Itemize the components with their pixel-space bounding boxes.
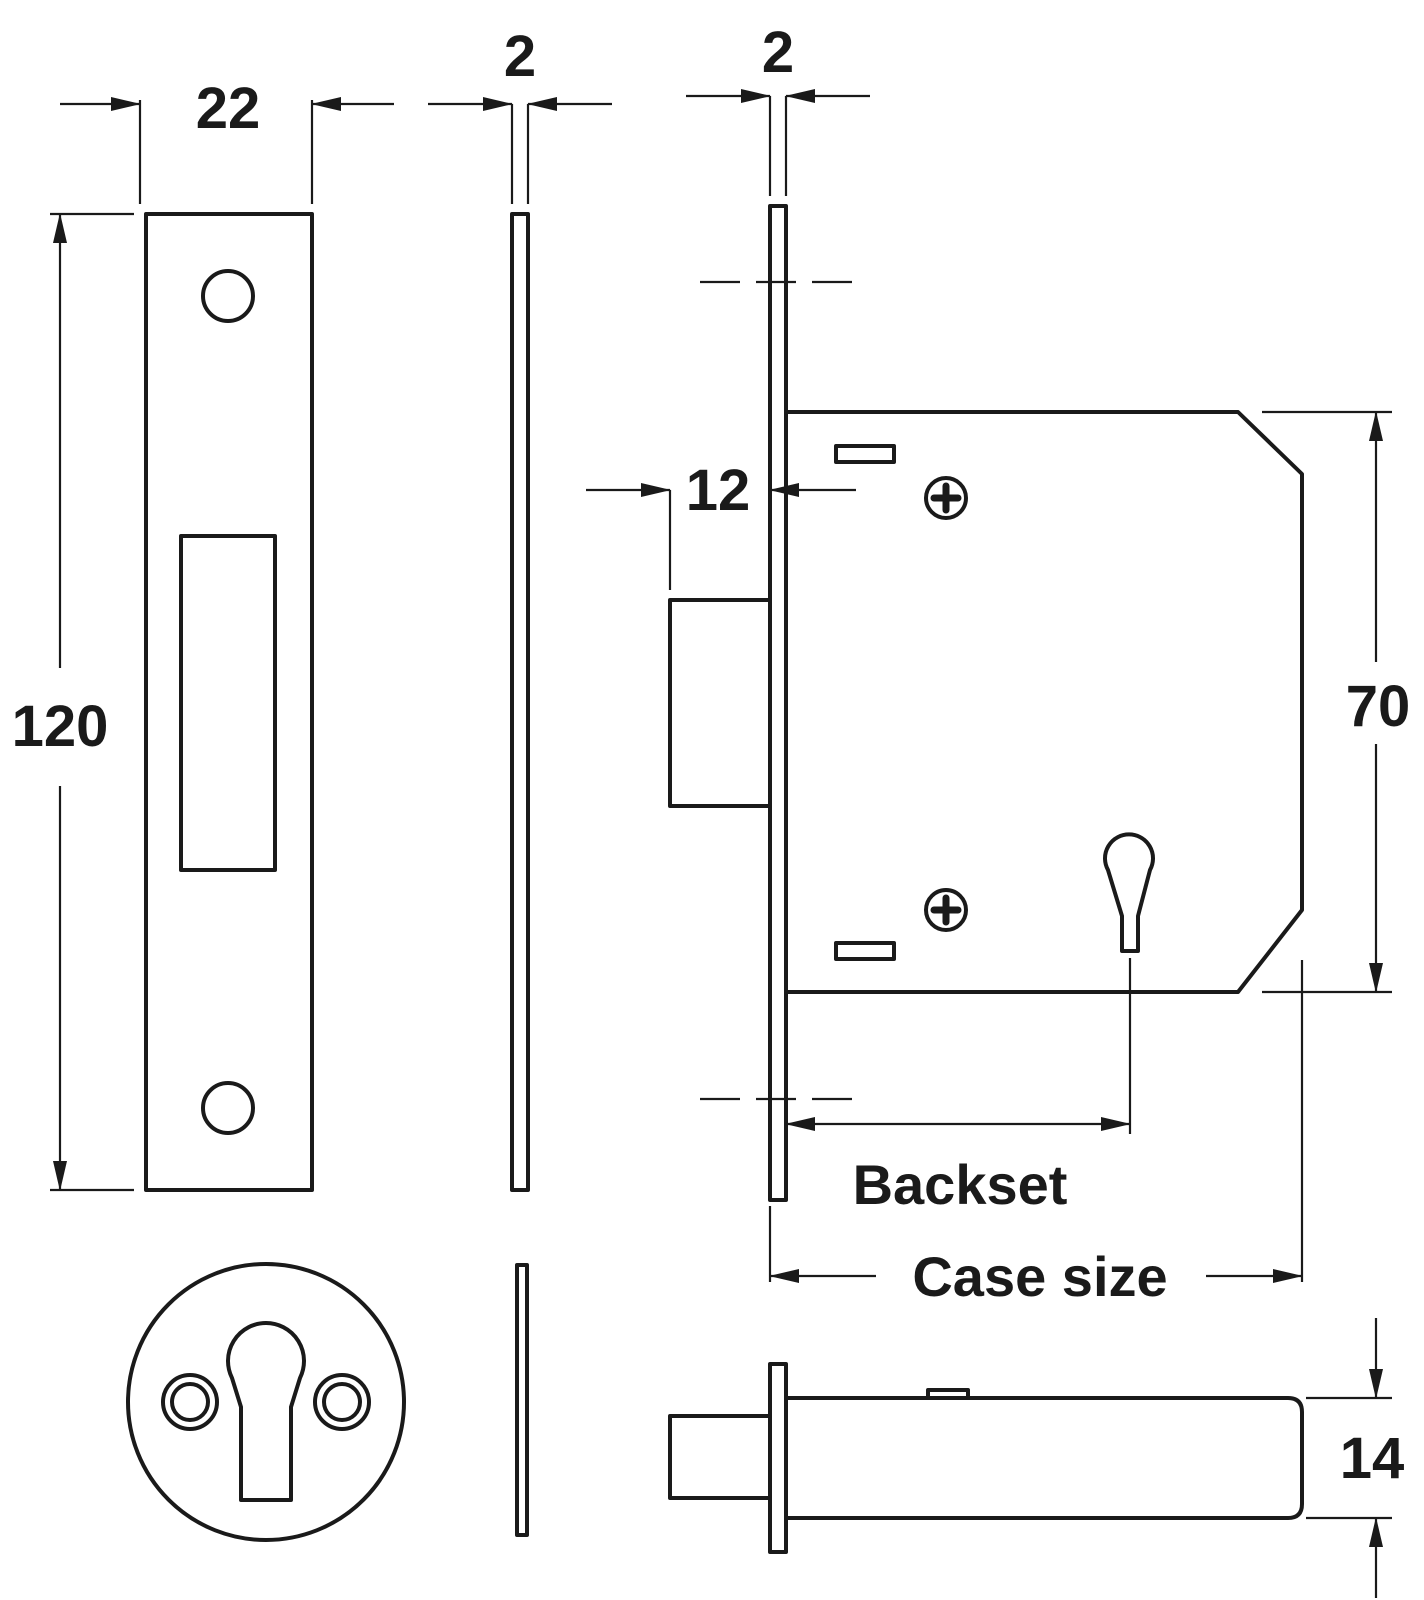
- escutcheon-screw-left: [161, 1373, 219, 1431]
- faceplate-bottom-screw-hole: [201, 1081, 255, 1135]
- escutcheon-screw-right: [313, 1373, 371, 1431]
- escutcheon-front-view: [126, 1262, 406, 1542]
- backset-label: Backset: [853, 1153, 1068, 1216]
- forend: [768, 204, 788, 1202]
- faceplate-front-view: [144, 212, 314, 1192]
- bolt-end: [668, 1414, 772, 1500]
- lock-case: [784, 410, 1304, 994]
- height-label: 120: [12, 694, 109, 759]
- forend-thickness-label: 2: [762, 20, 794, 85]
- faceplate-width-label: 22: [196, 76, 261, 141]
- faceplate-thickness-dimension: 2: [428, 24, 612, 204]
- case-size-dimension: Case size: [768, 960, 1304, 1308]
- faceplate-thickness-label: 2: [504, 24, 536, 89]
- bolt-plan-view: [668, 1362, 1304, 1554]
- case-size-label: Case size: [912, 1245, 1167, 1308]
- bolt-aperture: [179, 534, 277, 872]
- bolt-projection-label: 12: [686, 458, 751, 523]
- bolt-thickness-label: 14: [1340, 1426, 1405, 1491]
- faceplate-outline: [144, 212, 314, 1192]
- backset-dimension: Backset: [785, 958, 1132, 1216]
- escutcheon-edge: [515, 1263, 529, 1537]
- case-height-label: 70: [1346, 674, 1411, 739]
- escutcheon-rim: [126, 1262, 406, 1542]
- forend-thickness-dimension: 2: [686, 20, 870, 196]
- faceplate-top-screw-hole: [201, 269, 255, 323]
- case-screw-top: [924, 476, 968, 520]
- case-height-dimension: 70: [1262, 410, 1411, 994]
- bolt-thickness-dimension: 14: [1306, 1318, 1404, 1598]
- faceplate-width-dimension: 22: [60, 76, 394, 204]
- faceplate-side-view: [510, 212, 530, 1192]
- faceplate-edge: [510, 212, 530, 1192]
- case-screw-bottom: [924, 888, 968, 932]
- deadbolt: [668, 598, 772, 808]
- height-dimension: 120: [12, 212, 134, 1192]
- bolt-projection-dimension: 12: [586, 458, 856, 590]
- forend-plan: [768, 1362, 788, 1554]
- case-plan: [784, 1396, 1304, 1520]
- lock-body-view: [668, 204, 1304, 1202]
- case-slot-bottom: [834, 941, 896, 961]
- case-slot-top: [834, 444, 896, 464]
- escutcheon-keyhole: [226, 1321, 306, 1502]
- case-tab: [926, 1388, 970, 1400]
- keyhole: [1103, 832, 1155, 953]
